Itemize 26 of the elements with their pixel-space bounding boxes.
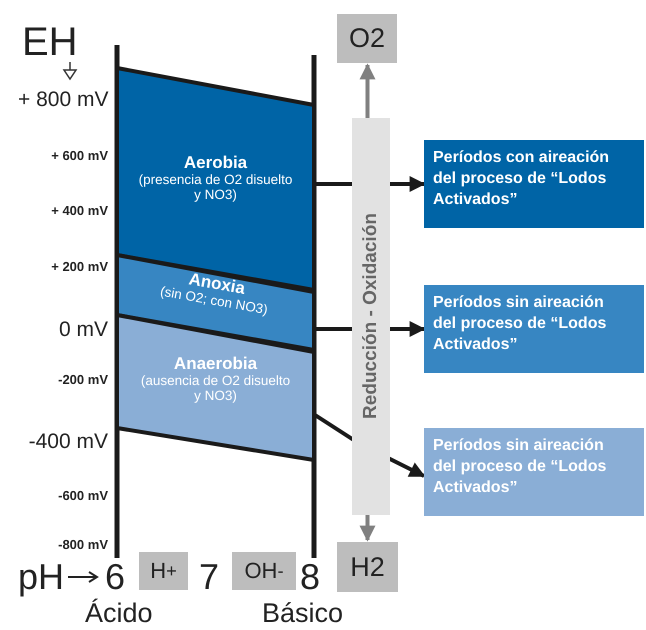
- tick-label: + 200 mV: [50, 259, 108, 274]
- tick-label: + 400 mV: [50, 203, 108, 218]
- zone-description: (presencia de O2 disuelto y NO3): [138, 172, 294, 202]
- tick-label: -200 mV: [57, 372, 108, 387]
- tick-label: 0 mV: [58, 318, 108, 342]
- axis-title: pH: [18, 556, 64, 598]
- ph-value: 7: [199, 556, 220, 598]
- ph-label: Básico: [262, 598, 344, 629]
- tick-label: + 800 mV: [18, 88, 108, 112]
- tick-label: + 600 mV: [50, 148, 108, 163]
- zone-title: Aerobia: [182, 154, 248, 173]
- ph-value: 8: [300, 556, 320, 598]
- process-box: Períodos sin aireación del proceso de “Lodos Activados”: [424, 285, 644, 373]
- species-box: H2: [337, 542, 398, 592]
- ph-value: 6: [105, 556, 126, 598]
- tick-label: -400 mV: [28, 430, 108, 454]
- axis-title: EH: [22, 20, 78, 65]
- tick-label: -600 mV: [57, 488, 108, 503]
- process-box: Períodos con aireación del proceso de “Lodos Activados”: [424, 140, 644, 228]
- band-label: Reducción - Oxidación: [360, 213, 382, 419]
- species-box: O2: [337, 14, 397, 63]
- zone-description: (ausencia de O2 disuelto y NO3): [140, 374, 292, 404]
- zone-title: Anaerobia: [172, 355, 258, 374]
- tick-label: -800 mV: [57, 537, 108, 552]
- process-box: Períodos sin aireación del proceso de “Lodos Activados”: [424, 428, 644, 516]
- ph-label: Ácido: [85, 598, 153, 629]
